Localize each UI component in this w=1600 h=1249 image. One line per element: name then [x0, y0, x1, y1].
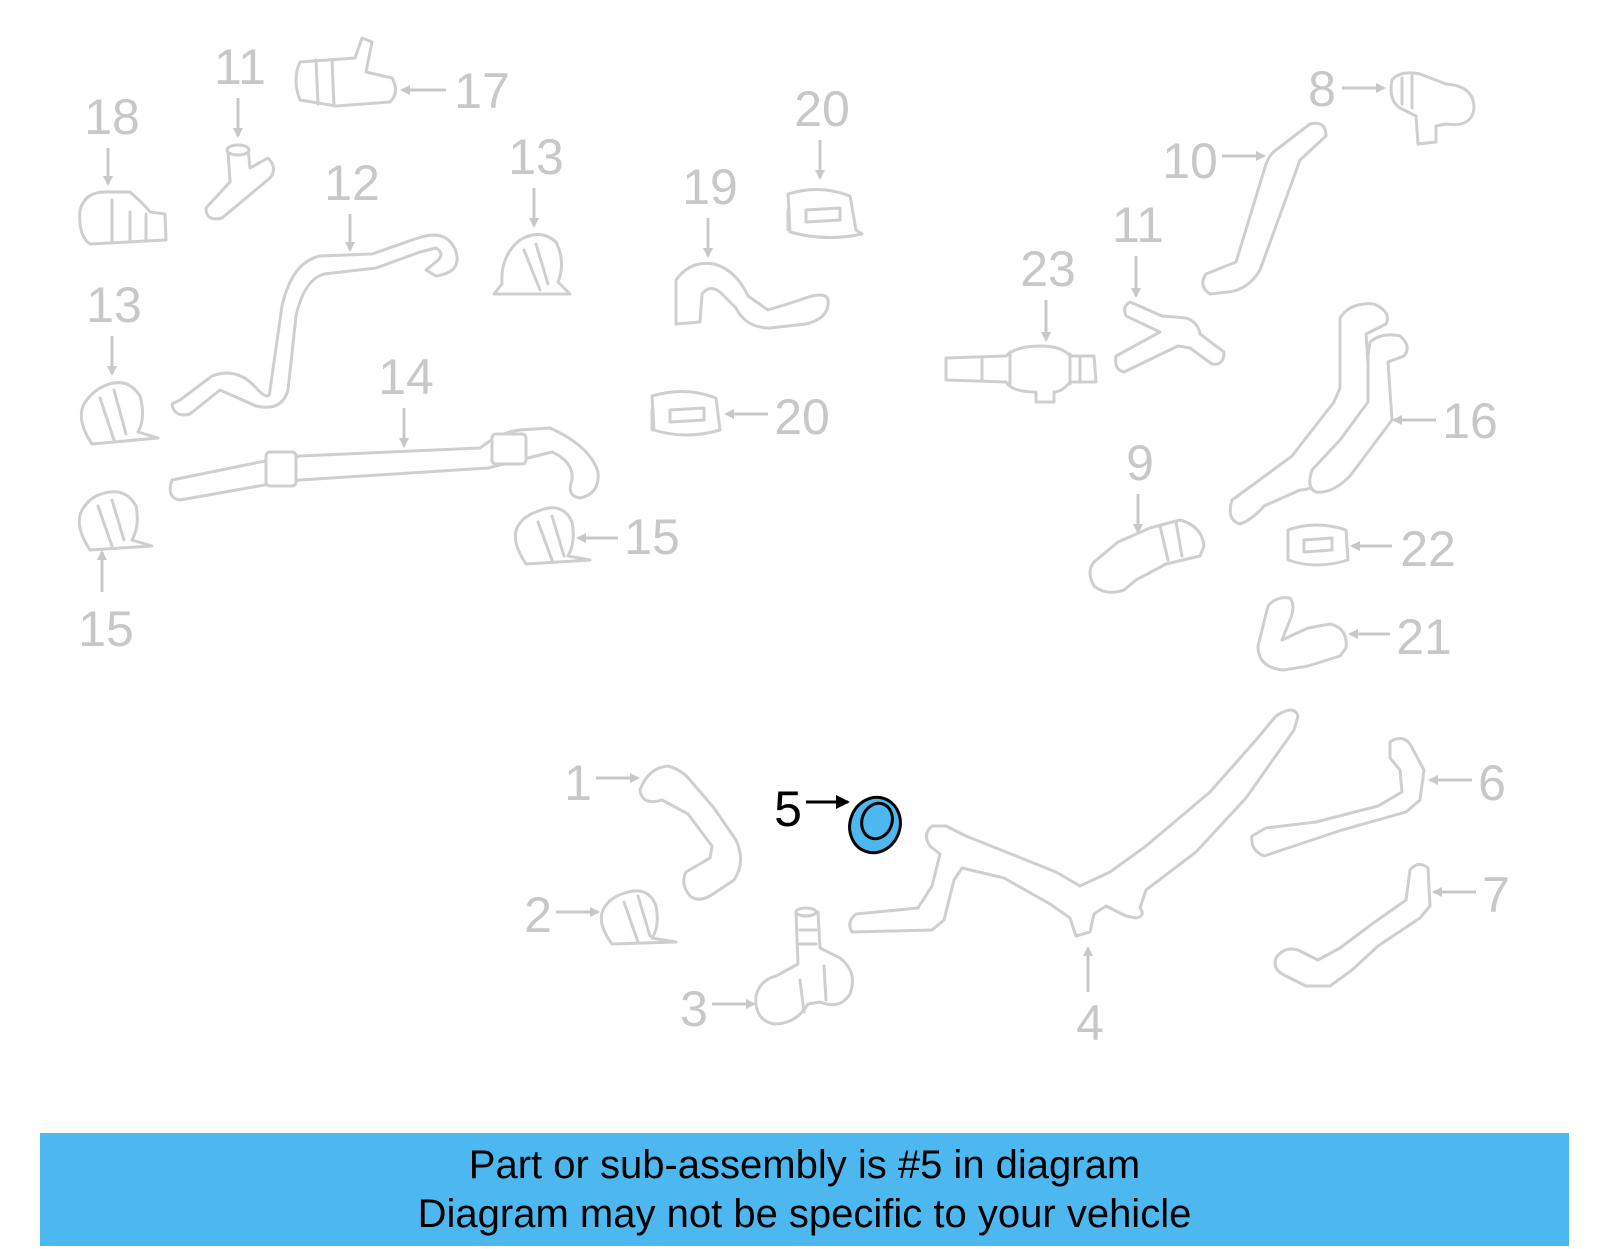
callout-17: 17	[454, 63, 510, 119]
callout-13-upper: 13	[508, 129, 564, 185]
part-13-clamp-upper	[492, 233, 572, 296]
callout-11-right: 11	[1112, 197, 1164, 253]
part-20-clamp-mid	[650, 389, 722, 437]
part-12-hose	[170, 233, 459, 417]
callout-13-left: 13	[86, 277, 142, 333]
part-14-hose	[168, 426, 600, 502]
callout-11-left: 11	[214, 39, 266, 95]
part-9-elbow	[1088, 518, 1206, 594]
callout-9: 9	[1126, 435, 1154, 491]
callout-16: 16	[1442, 393, 1498, 449]
callout-19: 19	[682, 159, 738, 215]
part-6-hose	[1250, 737, 1426, 858]
part-22-clamp	[1286, 523, 1350, 567]
callout-18: 18	[84, 89, 140, 145]
banner-line-disclaimer: Diagram may not be specific to your vehi…	[417, 1192, 1192, 1236]
callout-3: 3	[680, 981, 708, 1037]
callout-7: 7	[1482, 867, 1510, 923]
callout-1: 1	[564, 755, 592, 811]
part-15-clamp-mid	[513, 506, 592, 566]
part-3-tee-connector	[754, 906, 854, 1026]
part-20-clamp-top	[786, 187, 864, 240]
callout-6: 6	[1478, 755, 1506, 811]
callout-12: 12	[324, 155, 380, 211]
part-18-sensor	[78, 190, 168, 246]
callout-15-left: 15	[78, 601, 134, 657]
callout-22: 22	[1400, 521, 1456, 577]
callout-21: 21	[1396, 609, 1452, 665]
part-17-sensor	[294, 36, 397, 108]
part-11-tee-connector-right	[1114, 300, 1226, 374]
part-10-hose	[1201, 121, 1328, 296]
part-21-elbow	[1256, 596, 1348, 672]
part-5-o-ring[interactable]	[842, 790, 908, 860]
callout-23: 23	[1020, 241, 1076, 297]
callout-arrows	[97, 83, 1476, 1009]
part-2-clamp	[599, 889, 678, 946]
callout-15-mid: 15	[624, 509, 680, 565]
part-23-valve	[944, 344, 1098, 404]
part-7-hose	[1273, 863, 1432, 988]
part-8-connector	[1389, 71, 1476, 146]
callout-20-top: 20	[794, 81, 850, 137]
part-13-clamp-left	[79, 381, 160, 446]
callout-14: 14	[378, 349, 434, 405]
info-banner: Part or sub-assembly is #5 in diagram Di…	[40, 1133, 1569, 1246]
part-4-pipe	[848, 708, 1300, 938]
part-16-twin-hose	[1228, 302, 1409, 526]
callout-20-mid: 20	[774, 389, 830, 445]
callout-4: 4	[1076, 995, 1104, 1051]
callout-labels: 18 11 17 12 13 13 14 15 15 19 20 20 8 10…	[78, 39, 1510, 1051]
part-1-hose	[638, 764, 742, 901]
banner-line-part: Part or sub-assembly is #5 in diagram	[468, 1143, 1141, 1187]
callout-8: 8	[1308, 61, 1336, 117]
callout-10: 10	[1162, 133, 1218, 189]
callout-2: 2	[524, 887, 552, 943]
part-11-tee-connector-left	[204, 143, 275, 221]
part-19-hose	[674, 261, 830, 330]
part-15-clamp-left	[77, 490, 154, 552]
callout-5: 5	[774, 781, 802, 837]
